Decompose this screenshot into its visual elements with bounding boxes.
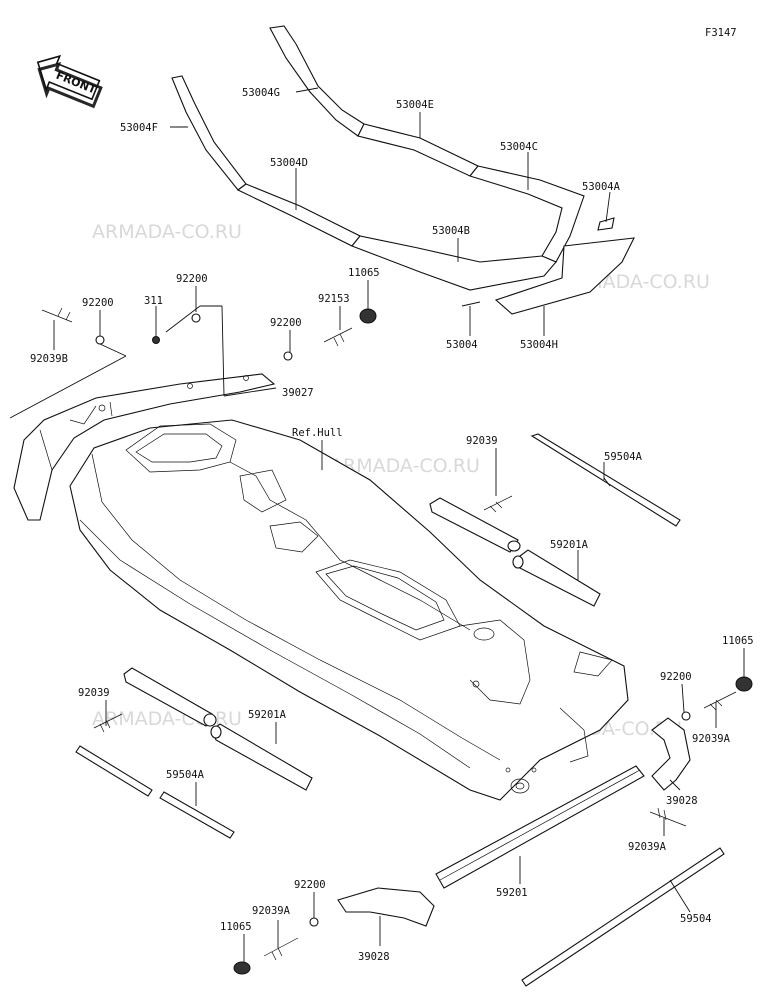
label-92039-left: 92039 [78, 687, 110, 699]
label-53004C: 53004C [500, 141, 538, 153]
label-11065-bottom: 11065 [220, 921, 252, 933]
strip-53004H [494, 237, 635, 315]
label-92039A-right: 92039A [692, 733, 731, 745]
strip-53004G [269, 25, 365, 137]
right-trim-parts [429, 433, 753, 987]
label-92039A-bottom: 92039A [252, 905, 291, 917]
label-59201A-right: 59201A [550, 539, 589, 551]
strip-53004E [357, 123, 479, 177]
label-ref-hull: Ref.Hull [292, 427, 343, 439]
label-39028-right: 39028 [666, 795, 698, 807]
strip-53004 [461, 301, 481, 307]
part-labels: F3147 53004G 53004E 53004F 53004C 53004D… [30, 27, 754, 963]
top-left-fasteners [41, 307, 377, 361]
label-92200-b: 92200 [176, 273, 208, 285]
label-92039B: 92039B [30, 353, 68, 365]
seat-cover-strips [171, 25, 635, 315]
label-39027: 39027 [282, 387, 314, 399]
label-92200-right: 92200 [660, 671, 692, 683]
label-59201A-left: 59201A [248, 709, 287, 721]
label-92200-bottom: 92200 [294, 879, 326, 891]
label-59504: 59504 [680, 913, 712, 925]
label-39028-bottom: 39028 [358, 951, 390, 963]
figure-code: F3147 [705, 27, 737, 39]
strip-53004B [351, 235, 557, 291]
hull-body [69, 419, 629, 801]
label-59504A-left: 59504A [166, 769, 205, 781]
label-92039-right: 92039 [466, 435, 498, 447]
label-53004G: 53004G [242, 87, 280, 99]
strip-53004A [597, 217, 615, 231]
leader-lines [9, 87, 745, 962]
label-53004: 53004 [446, 339, 478, 351]
label-92200-a: 92200 [270, 317, 302, 329]
watermark: ARMADA-CO.RU [92, 221, 242, 243]
label-11065-top: 11065 [348, 267, 380, 279]
label-53004F: 53004F [120, 122, 158, 134]
bottom-left-parts [233, 887, 435, 975]
label-53004A: 53004A [582, 181, 621, 193]
label-53004D: 53004D [270, 157, 308, 169]
label-59504A-right: 59504A [604, 451, 643, 463]
label-53004H: 53004H [520, 339, 558, 351]
front-arrow-icon: FRONT [36, 54, 103, 109]
bumper-39027 [13, 373, 276, 521]
watermark: ARMADA-CO.RU [330, 455, 480, 477]
label-311: 311 [144, 295, 163, 307]
label-92153: 92153 [318, 293, 350, 305]
left-trim-parts [75, 667, 313, 839]
strip-53004D [236, 183, 361, 247]
label-53004B: 53004B [432, 225, 470, 237]
label-92039A-right-2: 92039A [628, 841, 667, 853]
label-53004E: 53004E [396, 99, 434, 111]
label-59201: 59201 [496, 887, 528, 899]
label-11065-right: 11065 [722, 635, 754, 647]
strip-53004F [171, 75, 247, 191]
label-92200-c: 92200 [82, 297, 114, 309]
